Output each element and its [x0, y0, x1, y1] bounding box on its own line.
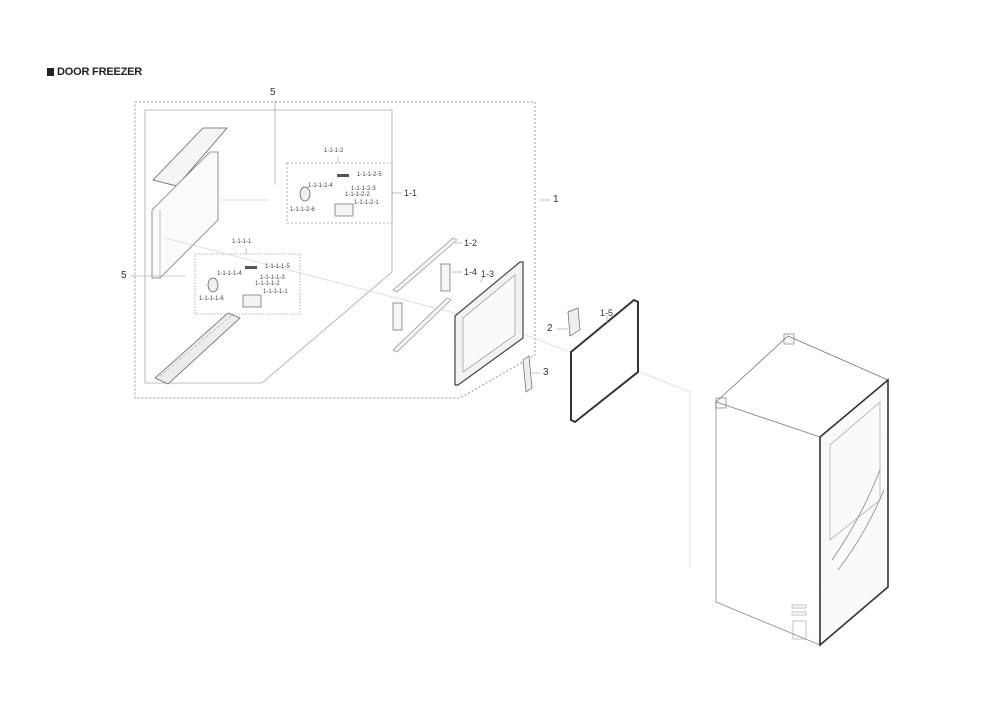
- hinge-3-part: [522, 355, 533, 393]
- assembly-1-1-boundary: [144, 109, 393, 384]
- label-part-1-4: 1-4: [464, 267, 478, 277]
- assembly-1-boundary: [134, 101, 536, 399]
- strip-1-2-upper-part: [392, 237, 458, 293]
- hinge-2-part: [567, 307, 581, 337]
- label-part-1: 1: [553, 194, 559, 205]
- label-part-1-1-1-2-6: 1-1-1-2-6: [290, 207, 315, 213]
- label-part-3: 3: [543, 367, 549, 378]
- label-part-2: 2: [547, 323, 553, 334]
- label-part-1-1-1-2-4: 1-1-1-2-4: [308, 183, 333, 189]
- subassembly-1-1-1-1-box: [194, 253, 301, 315]
- refrigerator-cabinet: [715, 333, 889, 647]
- label-part-1-1-1-1: 1-1-1-1: [232, 239, 252, 245]
- label-part-1-3: 1-3: [481, 269, 495, 279]
- section-title: DOOR FREEZER: [47, 66, 142, 78]
- plate-1-4-upper-part: [440, 263, 451, 292]
- label-part-1-1-1-1-5: 1-1-1-1-5: [265, 264, 290, 270]
- label-part-1-1: 1-1: [404, 188, 418, 198]
- subassembly-1-1-1-2-box: [286, 162, 393, 224]
- label-part-1-1-1-2: 1-1-1-2: [324, 148, 344, 154]
- label-part-1-1-1-2-1: 1-1-1-2-1: [354, 200, 379, 206]
- label-part-1-2: 1-2: [464, 238, 478, 248]
- section-title-text: DOOR FREEZER: [57, 66, 142, 78]
- label-part-1-1-1-2-3: 1-1-1-2-3: [351, 186, 376, 192]
- label-part-5-left: 5: [121, 270, 127, 281]
- label-part-1-1-1-2-5: 1-1-1-2-5: [357, 172, 382, 178]
- label-part-1-1-1-1-6: 1-1-1-1-6: [199, 296, 224, 302]
- door-cap-bottom-part: [154, 312, 241, 385]
- title-bullet-icon: [47, 68, 54, 76]
- label-part-1-1-1-1-1: 1-1-1-1-1: [263, 289, 288, 295]
- door-cap-top-part: [152, 127, 228, 187]
- strip-1-2-lower-part: [392, 297, 452, 353]
- label-part-5-top: 5: [270, 87, 276, 98]
- gasket-1-5-part: [570, 298, 639, 424]
- door-frame-part: [151, 151, 219, 279]
- label-part-1-5: 1-5: [600, 308, 614, 318]
- label-part-1-1-1-1-2: 1-1-1-1-2: [255, 281, 280, 287]
- label-part-1-1-1-1-4: 1-1-1-1-4: [217, 271, 242, 277]
- label-part-1-1-1-2-2: 1-1-1-2-2: [345, 192, 370, 198]
- plate-1-4-lower-part: [392, 302, 403, 331]
- label-part-1-1-1-1-3: 1-1-1-1-3: [260, 275, 285, 281]
